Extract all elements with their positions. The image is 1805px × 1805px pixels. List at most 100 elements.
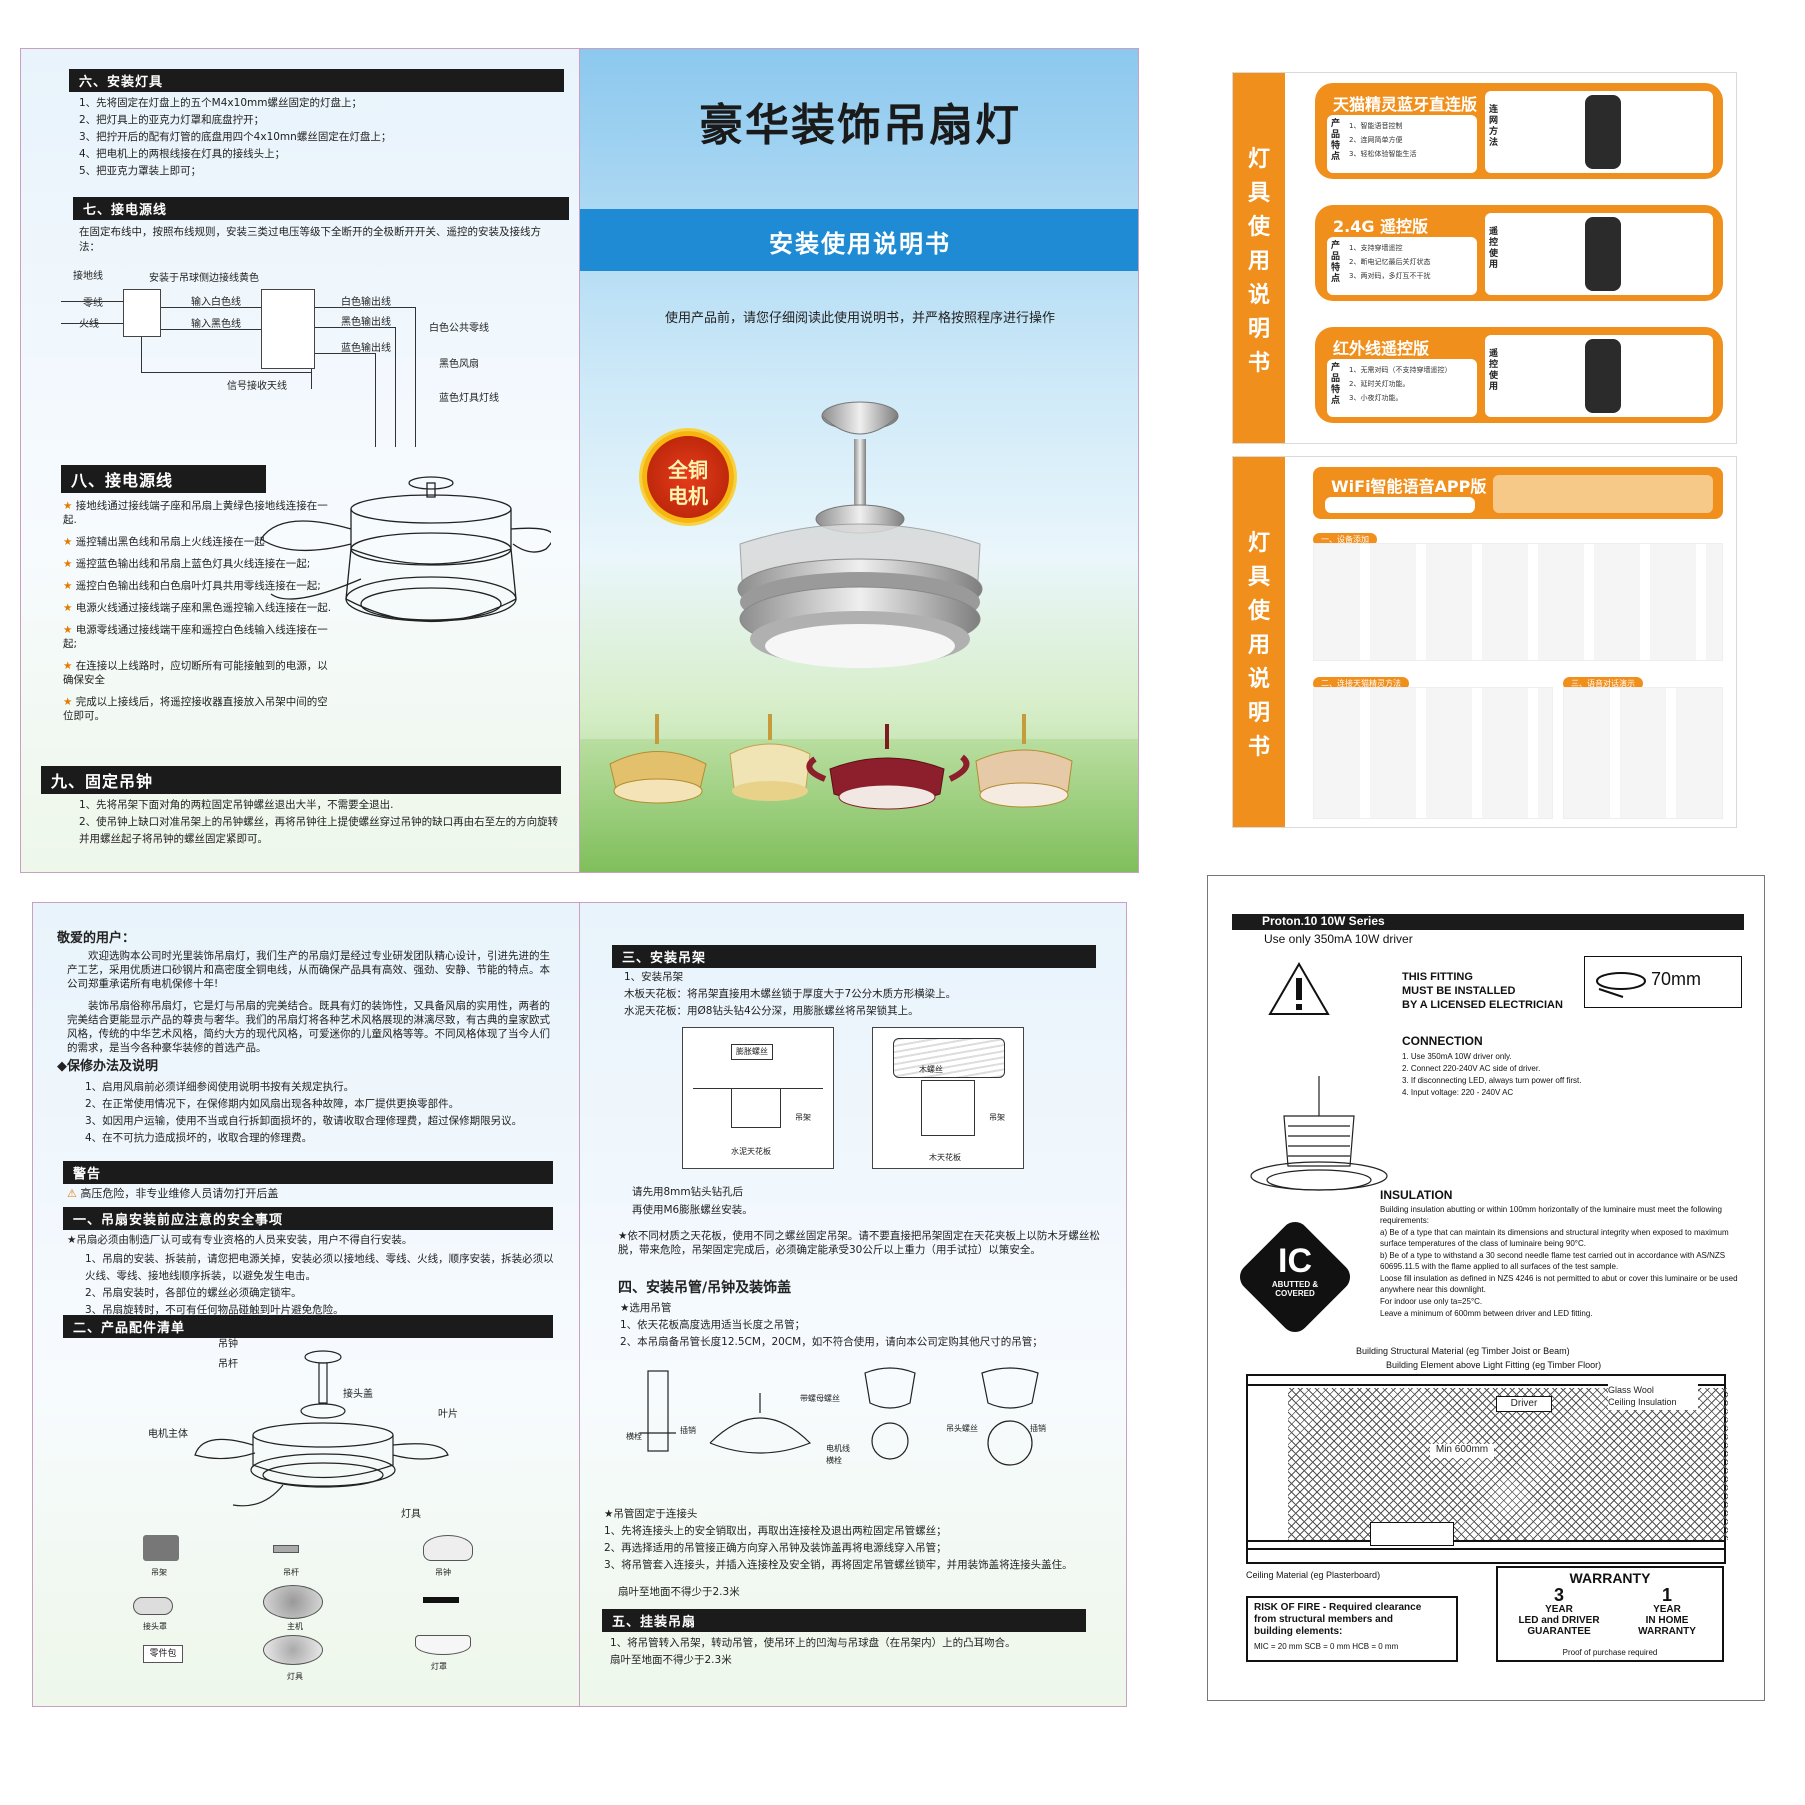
risk-values: MIC = 20 mm SCB = 0 mm HCB = 0 mm [1254, 1642, 1399, 1651]
list-item: 1、吊扇的安装、拆装前，请您把电源关掉，安装必须以接地线、零线、火线，顺序安装，… [85, 1251, 555, 1285]
section-title: 八、接电源线 [61, 465, 266, 493]
list-item: 木板天花板：将吊架直接用木螺丝锁于厚度大于7公分木质方形横梁上。 [624, 986, 1114, 1003]
list-item: 2、在正常使用情况下，在保修期内如风扇出现各种故障，本厂提供更换零部件。 [85, 1096, 565, 1113]
cutout-icon [1596, 972, 1646, 998]
fig-cotter-label: 插销 [680, 1426, 696, 1435]
list-item: Loose fill insulation as defined in NZS … [1380, 1273, 1750, 1295]
list-item-text: 2、再选择适用的吊管接正确方向穿入吊钟及装饰盖再将电源线穿入吊管； [604, 1542, 947, 1554]
list-item: 3. If disconnecting LED, always turn pow… [1402, 1075, 1722, 1087]
feature-line: 1、支持穿墙遥控 [1349, 244, 1403, 252]
list-item-text: 1. Use 350mA 10W driver only. [1402, 1052, 1512, 1061]
section-title: 九、固定吊钟 [41, 766, 561, 794]
fig2-ceiling-label: 木天花板 [929, 1153, 961, 1162]
feature-line: 2、连网简单方便 [1349, 136, 1403, 144]
list-item-text: 1、启用风扇前必须详细参阅使用说明书按有关规定执行。 [85, 1081, 355, 1093]
method-panel: 遥控使用 [1485, 213, 1713, 295]
label-in-black: 输入黑色线 [191, 319, 241, 330]
star-icon: ★ [63, 580, 76, 592]
part-label-bell: 吊钟 [218, 1339, 238, 1350]
list-item-text: 3. If disconnecting LED, always turn pow… [1402, 1076, 1582, 1085]
warranty-led: 3 YEAR LED and DRIVER GUARANTEE [1504, 1586, 1614, 1637]
list-item-text: 5、把亚克力罩装上即可； [79, 165, 202, 177]
rod-heading: 四、安装吊管/吊钟及装饰盖 [618, 1280, 792, 1296]
wifi-header-box: WiFi智能语音APP版 [1313, 467, 1723, 519]
list-item: 5、把亚克力罩装上即可； [79, 163, 559, 180]
method-panel: 连网方法 [1485, 91, 1713, 173]
safety-star-note: ★吊扇必须由制造厂认可或有专业资格的人员来安装，用户不得自行安装。 [67, 1234, 413, 1246]
copper-motor-badge: 全铜 电机 [642, 431, 734, 523]
fitting-line-2: MUST BE INSTALLED [1402, 985, 1516, 997]
list-item: 1、先将固定在灯盘上的五个M4x10mm螺丝固定的灯盘上； [79, 95, 559, 112]
series-bar: Proton.10 10W Series [1232, 914, 1744, 930]
wifi-title: WiFi智能语音APP版 [1331, 477, 1487, 496]
remote-version-title: 2.4G 遥控版 [1333, 217, 1429, 236]
list-item-text: 3、吊扇旋转时，不可有任何物品碰触到叶片避免危险。 [85, 1304, 344, 1316]
rod-fix-sub: ★吊管固定于连接头 [604, 1508, 698, 1520]
list-item: 扇叶至地面不得少于2.3米 [610, 1652, 1110, 1669]
insulation-title: INSULATION [1380, 1188, 1453, 1202]
warranty-home-line-2: IN HOME [1645, 1615, 1689, 1626]
part-label-lamp2: 灯具 [287, 1672, 303, 1681]
part-label-bracket: 吊架 [151, 1568, 167, 1577]
receiver-box [261, 289, 315, 369]
list-item-text: 在连接以上线路时，应切断所有可能接触到的电源，以确保安全 [63, 660, 328, 686]
list-item: a) Be of a type that can maintain its di… [1380, 1227, 1750, 1249]
remote-control-icon [1585, 339, 1621, 413]
list-item-text: 4、在不可抗力造成损坏的，收取合理的修理费。 [85, 1132, 313, 1144]
list-item: b) Be of a type to withstand a 30 second… [1380, 1250, 1750, 1272]
label-antenna: 信号接收天线 [227, 381, 287, 392]
list-item-text: 1、安装吊架 [624, 971, 684, 983]
list-item: ★ 完成以上接线后，将遥控接收器直接放入吊架中间的空位即可。 [63, 695, 333, 723]
warranty-led-line-2: LED and DRIVER [1518, 1615, 1600, 1626]
cutout-size: 70mm [1651, 969, 1702, 989]
method-label: 遥控使用 [1489, 227, 1499, 270]
star-icon: ★ [63, 624, 76, 636]
fig-pin-label: 横栓 [626, 1432, 642, 1441]
part-label-rod2: 吊杆 [283, 1568, 299, 1577]
phone-screenshots [1563, 687, 1723, 819]
user-notes-panel: 敬爱的用户： 欢迎选购本公司时光里装饰吊扇灯，我们生产的吊扇灯是经过专业研发团队… [32, 902, 580, 1707]
wifi-step-title: 二、连接天猫精灵方法 [1313, 677, 1409, 690]
list-item-text: For indoor use only ta=25°C. [1380, 1297, 1483, 1306]
ceiling-fan-product [737, 401, 983, 668]
list-item: ★ 电源火线通过接线端子座和黑色遥控输入线连接在一起. [63, 601, 333, 615]
label-ground: 接地线 [73, 271, 103, 282]
method-label: 遥控使用 [1489, 349, 1499, 392]
terminal-block [123, 289, 161, 337]
fix-bell-list: 1、先将吊架下面对角的两粒固定吊钟螺丝退出大半，不需要全退出. 2、使吊钟上缺口对… [79, 797, 559, 848]
list-item: 2、使吊钟上缺口对准吊架上的吊钟螺丝，再将吊钟往上提使螺丝穿过吊钟的缺口再由右至… [79, 814, 559, 848]
list-item-text: 1、先将吊架下面对角的两粒固定吊钟螺丝退出大半，不需要全退出. [79, 799, 394, 811]
feature-panel: 产品特点 1、无需对码（不支持穿墙遥控） 2、延时关灯功能。 3、小夜灯功能。 [1327, 359, 1477, 417]
list-item: 3、如因用户运输，使用不当或自行拆卸面损坏的，敬请收取合理修理费，超过保修期限另… [85, 1113, 565, 1130]
cover-subtitle: 安装使用说明书 [769, 230, 951, 258]
list-item-text: 完成以上接线后，将遥控接收器直接放入吊架中间的空位即可。 [63, 696, 328, 722]
warranty-title: WARRANTY [1569, 1570, 1651, 1586]
list-item: ★ 遥控蓝色输出线和吊扇上蓝色灯具火线连接在一起; [63, 557, 333, 571]
list-item-text: Leave a minimum of 600mm between driver … [1380, 1309, 1593, 1318]
cutout-box: 70mm [1584, 956, 1742, 1008]
part-spacer [423, 1597, 459, 1603]
risk-text: RISK OF FIRE - Required clearance from s… [1254, 1602, 1450, 1638]
list-item-text: 2. Connect 220-240V AC side of driver. [1402, 1064, 1541, 1073]
part-label-blade: 叶片 [438, 1409, 458, 1420]
cover-panel: 豪华装饰吊扇灯 安装使用说明书 使用产品前，请您仔细阅读此使用说明书，并严格按照… [579, 48, 1139, 873]
list-item: 2、把灯具上的亚克力灯罩和底盘拧开； [79, 112, 559, 129]
feature-panel: 产品特点 1、支持穿墙遥控 2、断电记忆最后关灯状态 3、两对码，多灯互不干扰 [1327, 237, 1477, 295]
fig1-ceiling-label: 水泥天花板 [731, 1147, 771, 1156]
list-item-text: Building insulation abutting or within 1… [1380, 1205, 1722, 1225]
list-item-text: 遥控白色输出线和白色扇叶灯具共用零线连接在一起; [75, 580, 321, 592]
list-item: 3、吊扇旋转时，不可有任何物品碰触到叶片避免危险。 [85, 1302, 555, 1319]
phone-screenshots [1313, 687, 1553, 819]
part-label-lamp: 灯具 [401, 1509, 421, 1520]
risk-line-2: from structural members and [1254, 1614, 1393, 1625]
label-out-black: 黑色输出线 [341, 317, 391, 328]
manual-panel-left: 六、安装灯具 1、先将固定在灯盘上的五个M4x10mm螺丝固定的灯盘上；2、把灯… [20, 48, 580, 873]
star-icon: ★ [63, 558, 76, 570]
star-icon: ★ [63, 696, 76, 708]
list-item: 3、把拧开后的配有灯管的底盘用四个4x10mn螺丝固定在灯盘上； [79, 129, 559, 146]
list-item-text: 1、先将连接头上的安全销取出，再取出连接栓及退出两粒固定吊管螺丝； [604, 1525, 947, 1537]
remote-spec-card: 灯具使用说明书 天猫精灵蓝牙直连版 产品特点 1、智能语音控制 2、连网简单方便… [1232, 72, 1737, 444]
driver-box-label: Driver [1510, 1398, 1538, 1409]
fitting-note: THIS FITTING MUST BE INSTALLED BY A LICE… [1402, 970, 1563, 1012]
safety-list: 1、吊扇的安装、拆装前，请您把电源关掉，安装必须以接地线、零线、火线，顺序安装，… [85, 1251, 555, 1319]
